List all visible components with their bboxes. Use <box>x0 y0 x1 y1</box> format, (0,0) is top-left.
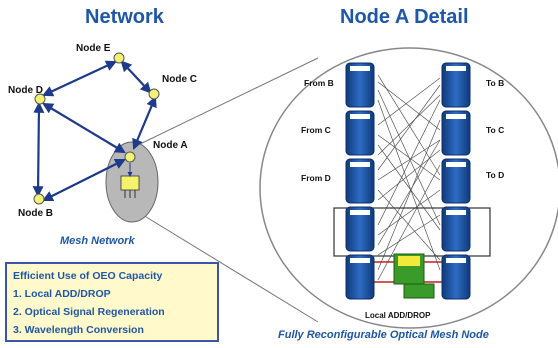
zoom-line-bottom <box>137 211 319 323</box>
oeo-item: 2. Optical Signal Regeneration <box>13 306 165 318</box>
optical-mesh-node-caption: Fully Reconfigurable Optical Mesh Node <box>278 329 489 341</box>
right-module-stack <box>441 62 471 300</box>
link-e-d <box>42 60 117 97</box>
link-b-a <box>42 159 126 201</box>
node-c-circle <box>148 88 160 100</box>
module-from-c <box>345 110 375 156</box>
port-from-c-label: From C <box>301 125 331 135</box>
node-d-label: Node D <box>8 85 43 96</box>
oeo-heading: Efficient Use of OEO Capacity <box>13 270 163 282</box>
module-left-5 <box>345 254 375 300</box>
module-from-d <box>345 158 375 204</box>
module-right-4 <box>441 206 471 252</box>
link-d-a <box>42 102 126 154</box>
port-to-d-label: To D <box>486 170 505 180</box>
module-to-b <box>441 62 471 108</box>
left-module-stack <box>345 62 375 300</box>
node-c-label: Node C <box>162 74 197 85</box>
node-d-circle <box>34 93 46 105</box>
node-e-label: Node E <box>76 43 111 54</box>
module-right-5 <box>441 254 471 300</box>
oeo-capacity-box: Efficient Use of OEO Capacity 1. Local A… <box>5 262 219 342</box>
mesh-network-caption: Mesh Network <box>60 235 135 247</box>
port-from-b-label: From B <box>304 78 334 88</box>
oeo-item: 3. Wavelength Conversion <box>13 324 144 336</box>
node-b-circle <box>33 193 45 205</box>
node-e-circle <box>113 52 125 64</box>
module-left-4 <box>345 206 375 252</box>
link-c-a <box>132 95 157 151</box>
local-add-drop-label: Local ADD/DROP <box>365 311 431 320</box>
module-to-c <box>441 110 471 156</box>
switch-fabric <box>377 74 441 281</box>
module-from-b <box>345 62 375 108</box>
node-detail-title: Node A Detail <box>340 6 469 28</box>
oeo-item: 1. Local ADD/DROP <box>13 288 111 300</box>
node-a-equipment-icon <box>120 175 140 191</box>
link-d-b <box>32 101 45 198</box>
port-from-d-label: From D <box>301 173 331 183</box>
node-b-label: Node B <box>18 208 53 219</box>
module-to-d <box>441 158 471 204</box>
node-a-circle <box>124 151 136 163</box>
port-to-c-label: To C <box>486 125 505 135</box>
network-title: Network <box>85 6 164 28</box>
zoom-line-top <box>137 57 319 146</box>
node-a-label: Node A <box>153 140 188 151</box>
port-to-b-label: To B <box>486 78 505 88</box>
link-e-c <box>120 60 152 94</box>
